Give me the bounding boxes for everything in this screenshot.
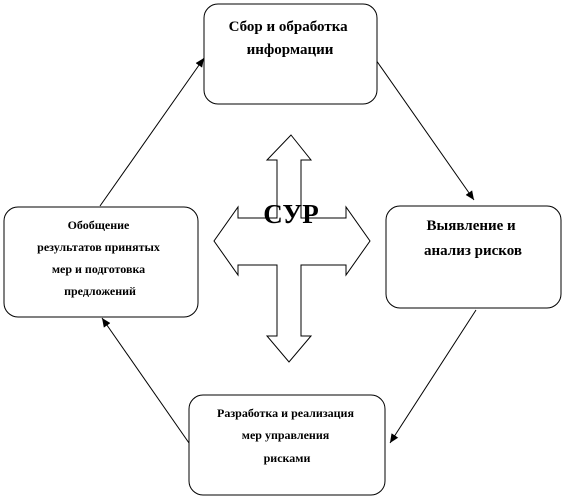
node-right: Выявление и анализ рисков (385, 205, 562, 309)
node-right-label: Выявление и анализ рисков (424, 218, 522, 259)
node-left-label: Обобщение результатов принятых мер и под… (37, 218, 163, 298)
node-bottom-label: Разработка и реализация мер управления р… (217, 406, 357, 465)
center-label: СУР (263, 199, 318, 229)
arrow-top-to-right (375, 59, 475, 201)
arrow-left-to-top (99, 57, 205, 207)
arrow-right-to-bottom (389, 309, 477, 444)
node-left: Обобщение результатов принятых мер и под… (3, 206, 199, 318)
node-top: Сбор и обработка информации (203, 3, 378, 105)
node-top-label: Сбор и обработка информации (229, 19, 352, 58)
arrow-bottom-to-left (101, 317, 190, 444)
four-way-arrow-icon (213, 134, 371, 363)
node-bottom: Разработка и реализация мер управления р… (188, 394, 386, 496)
